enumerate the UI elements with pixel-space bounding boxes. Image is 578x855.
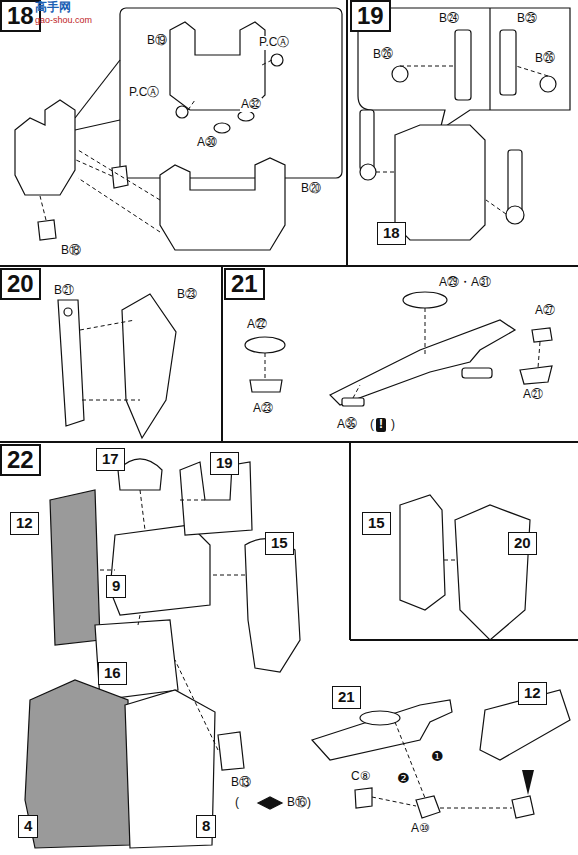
ref-number: 12 bbox=[524, 684, 541, 701]
part-label: A㉜ bbox=[240, 98, 262, 112]
watermark: 高手网 bbox=[34, 1, 72, 15]
part-label: ! bbox=[376, 418, 386, 432]
ref-number: 19 bbox=[216, 454, 233, 471]
part-label: P.CⒶ bbox=[258, 36, 290, 50]
ref-number: 8 bbox=[202, 817, 210, 834]
ref-number: 15 bbox=[271, 534, 288, 551]
part-label: B⑲ bbox=[146, 34, 168, 48]
part-ref-box: 8 bbox=[196, 815, 216, 838]
ref-number: 19 bbox=[357, 2, 384, 29]
part-label: B㉖ bbox=[372, 48, 394, 62]
part-ref-box: 19 bbox=[210, 452, 239, 475]
part-label: B⑱ bbox=[60, 244, 82, 258]
ref-number: 17 bbox=[102, 450, 119, 467]
part-ref-box: 17 bbox=[96, 448, 125, 471]
part-label: ) bbox=[390, 418, 396, 432]
part-ref-box: 12 bbox=[518, 682, 547, 705]
part-label: B㉓ bbox=[176, 288, 198, 302]
step-number: 21 bbox=[224, 268, 265, 300]
part-ref-box: 9 bbox=[106, 575, 126, 598]
part-label: B㉕ bbox=[516, 12, 538, 26]
part-label: A㉒ bbox=[246, 318, 268, 332]
step-number: 20 bbox=[0, 268, 41, 300]
ref-number: 20 bbox=[7, 270, 34, 297]
part-ref-box: 15 bbox=[362, 512, 391, 535]
part-label: B⑬ bbox=[230, 776, 252, 790]
part-label: ❷ bbox=[396, 770, 411, 786]
part-label: ❶ bbox=[430, 748, 445, 764]
ref-number: 9 bbox=[112, 577, 120, 594]
part-ref-box: 4 bbox=[18, 815, 38, 838]
part-label: A㉙・A㉛ bbox=[438, 276, 492, 290]
part-label: ( bbox=[234, 796, 240, 810]
ref-number: 12 bbox=[16, 514, 33, 531]
ref-number: 21 bbox=[231, 270, 258, 297]
part-label: P.CⒶ bbox=[128, 86, 160, 100]
part-label: B㉔ bbox=[438, 12, 460, 26]
part-label: B㉑ bbox=[53, 284, 75, 298]
ref-number: 20 bbox=[514, 534, 531, 551]
part-label: A⑩ bbox=[410, 822, 431, 836]
step-number: 19 bbox=[350, 0, 391, 32]
ref-number: 18 bbox=[7, 2, 34, 29]
ref-number: 18 bbox=[383, 224, 400, 241]
part-label: B㉖ bbox=[534, 52, 556, 66]
watermark: gao-shou.com bbox=[34, 15, 93, 25]
part-ref-box: 12 bbox=[10, 512, 39, 535]
part-label: C⑧ bbox=[350, 770, 371, 784]
part-label: A㉗ bbox=[534, 304, 556, 318]
part-ref-box: 20 bbox=[508, 532, 537, 555]
part-label: ( bbox=[369, 418, 375, 432]
ref-number: 22 bbox=[7, 446, 34, 473]
ref-number: 21 bbox=[338, 688, 355, 705]
ref-number: 16 bbox=[104, 664, 121, 681]
part-ref-box: 21 bbox=[332, 686, 361, 709]
part-label: B⑳ bbox=[300, 182, 322, 196]
ref-number: 4 bbox=[24, 817, 32, 834]
part-label: B⑯) bbox=[286, 796, 312, 810]
part-label: A㉑ bbox=[522, 388, 544, 402]
part-ref-box: 18 bbox=[377, 222, 406, 245]
part-ref-box: 15 bbox=[265, 532, 294, 555]
part-ref-box: 16 bbox=[98, 662, 127, 685]
part-label: A㉓ bbox=[252, 402, 274, 416]
step-number: 18 bbox=[0, 0, 41, 32]
part-label: A㉚ bbox=[196, 136, 218, 150]
part-label: A㊱ bbox=[336, 418, 358, 432]
step-number: 22 bbox=[0, 444, 41, 476]
ref-number: 15 bbox=[368, 514, 385, 531]
